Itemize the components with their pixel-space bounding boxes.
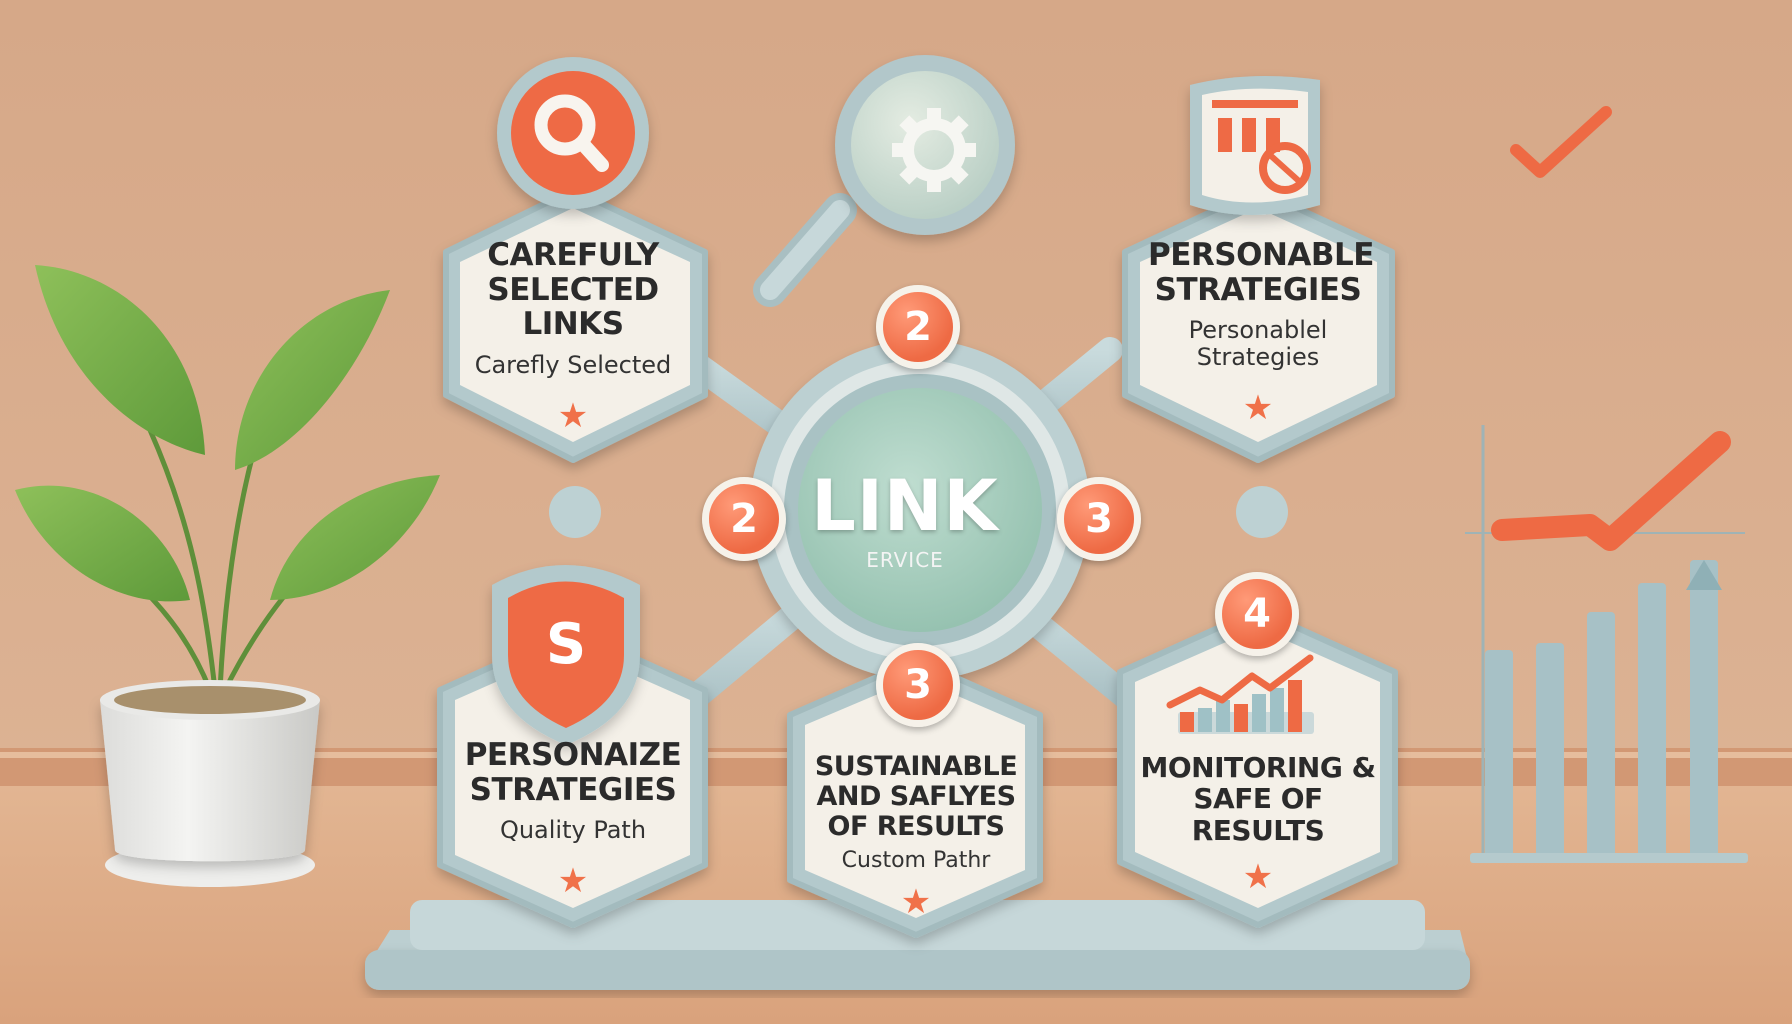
card-title: PERSONABLE STRATEGIES bbox=[1148, 237, 1374, 308]
card-subtitle: Quality Path bbox=[499, 816, 647, 845]
card-title: CAREFULY SELECTED LINKS bbox=[487, 237, 659, 343]
shield-letter: S bbox=[545, 612, 587, 677]
star-icon: ★ bbox=[1242, 857, 1274, 898]
card-selected-links: CAREFULY SELECTED LINKS Carefly Selected… bbox=[468, 238, 678, 435]
number-badge: 3 bbox=[1057, 477, 1141, 561]
search-icon bbox=[497, 57, 649, 209]
star-icon: ★ bbox=[1242, 388, 1274, 429]
star-icon: ★ bbox=[557, 396, 589, 437]
hex-card-top-left bbox=[443, 187, 708, 463]
hex-card-top-right bbox=[1122, 187, 1395, 463]
hex-card-bottom-right bbox=[1117, 607, 1398, 928]
hex-card-bottom-center bbox=[787, 657, 1043, 938]
bar-chart bbox=[1465, 425, 1748, 863]
card-sustainable-results: SUSTAINABLE AND SAFLYES OF RESULTS Custo… bbox=[808, 751, 1024, 923]
center-subtitle: ERVICE bbox=[866, 548, 944, 572]
connector-node bbox=[1236, 486, 1288, 538]
connector-node bbox=[549, 486, 601, 538]
card-title: SUSTAINABLE AND SAFLYES OF RESULTS bbox=[814, 751, 1018, 843]
card-title: PERSONAIZE STRATEGIES bbox=[464, 737, 682, 808]
center-title: LINK bbox=[811, 465, 999, 547]
number-badge: 2 bbox=[702, 477, 786, 561]
checkmark-icon bbox=[1510, 106, 1612, 178]
shield-icon bbox=[492, 565, 640, 745]
card-subtitle: Carefly Selected bbox=[474, 351, 672, 380]
card-subtitle: Personablel Strategies bbox=[1188, 316, 1328, 372]
number-badge: 4 bbox=[1215, 572, 1299, 656]
plant bbox=[15, 265, 440, 887]
card-monitoring-results: MONITORING & SAFE OF RESULTS ★ bbox=[1140, 752, 1376, 896]
gear-icon bbox=[892, 108, 976, 192]
platform bbox=[365, 900, 1470, 990]
card-title: MONITORING & SAFE OF RESULTS bbox=[1140, 751, 1376, 847]
monitoring-chart-icon bbox=[1166, 654, 1314, 734]
card-subtitle: Custom Pathr bbox=[841, 847, 991, 873]
magnifier-icon bbox=[753, 55, 1015, 307]
card-personable-strategies: PERSONABLE STRATEGIES Personablel Strate… bbox=[1148, 237, 1374, 429]
center-link-ring bbox=[750, 340, 1090, 680]
hex-card-bottom-left bbox=[437, 627, 708, 928]
star-icon: ★ bbox=[900, 882, 932, 923]
star-icon: ★ bbox=[557, 861, 589, 902]
chart-icon bbox=[1190, 76, 1320, 215]
number-badge: 3 bbox=[876, 643, 960, 727]
card-personaize-strategies: PERSONAIZE STRATEGIES Quality Path ★ bbox=[460, 737, 686, 902]
number-badge: 2 bbox=[876, 285, 960, 369]
